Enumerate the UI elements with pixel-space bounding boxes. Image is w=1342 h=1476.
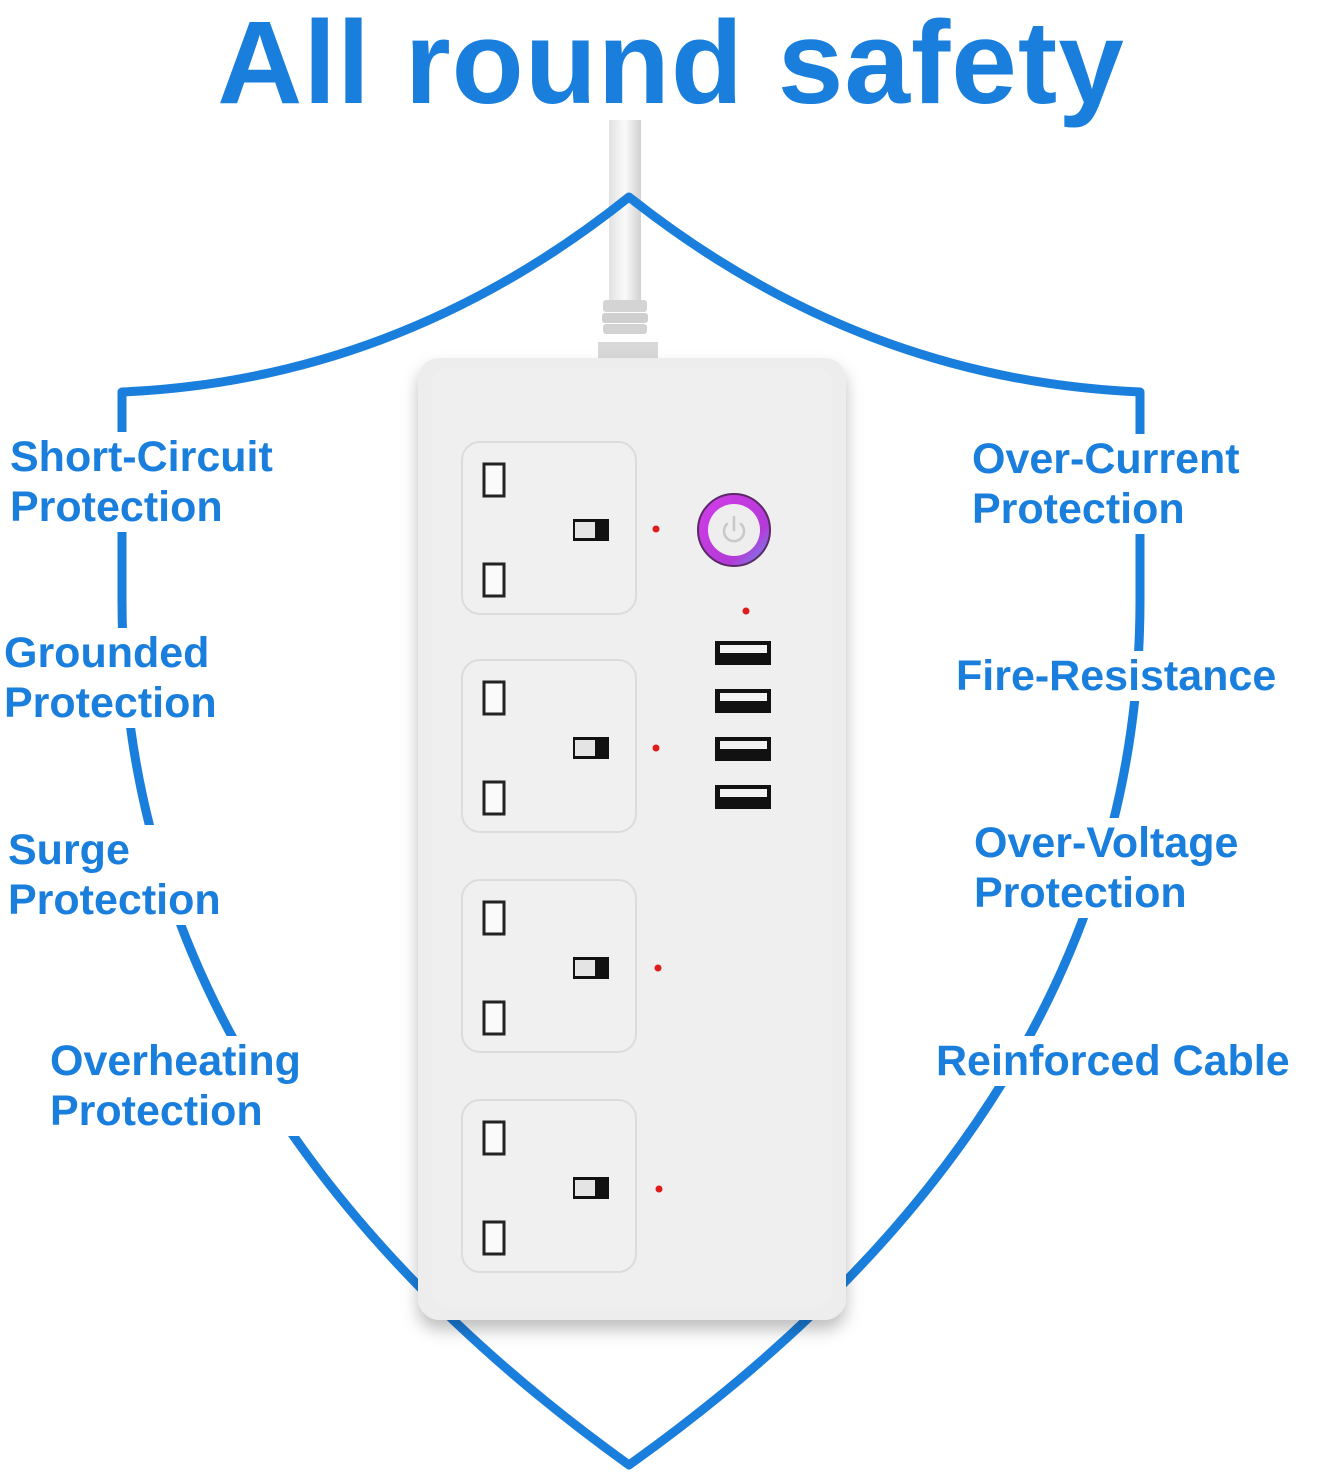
feature-over-current-protection: Over-Current Protection: [970, 434, 1242, 534]
feature-fire-resistance: Fire-Resistance: [954, 651, 1279, 701]
socket-4: [461, 1099, 637, 1273]
socket-3: [461, 879, 637, 1053]
power-button: [697, 493, 771, 567]
power-cable: [598, 120, 658, 358]
page-title: All round safety: [217, 0, 1125, 129]
feature-reinforced-cable: Reinforced Cable: [934, 1036, 1292, 1086]
usb-port-3: [715, 737, 771, 761]
socket-2: [461, 659, 637, 833]
power-icon: [722, 515, 746, 543]
usb-port-1: [715, 641, 771, 665]
usb-ports: [715, 641, 771, 809]
feature-short-circuit-protection: Short-Circuit Protection: [8, 432, 275, 532]
socket-1: [461, 441, 637, 615]
feature-grounded-protection: Grounded Protection: [2, 628, 219, 728]
feature-overheating-protection: Overheating Protection: [48, 1036, 303, 1136]
usb-port-4: [715, 785, 771, 809]
indicator-lights: [652, 525, 750, 1193]
feature-surge-protection: Surge Protection: [6, 825, 223, 925]
feature-over-voltage-protection: Over-Voltage Protection: [972, 818, 1241, 918]
usb-port-2: [715, 689, 771, 713]
